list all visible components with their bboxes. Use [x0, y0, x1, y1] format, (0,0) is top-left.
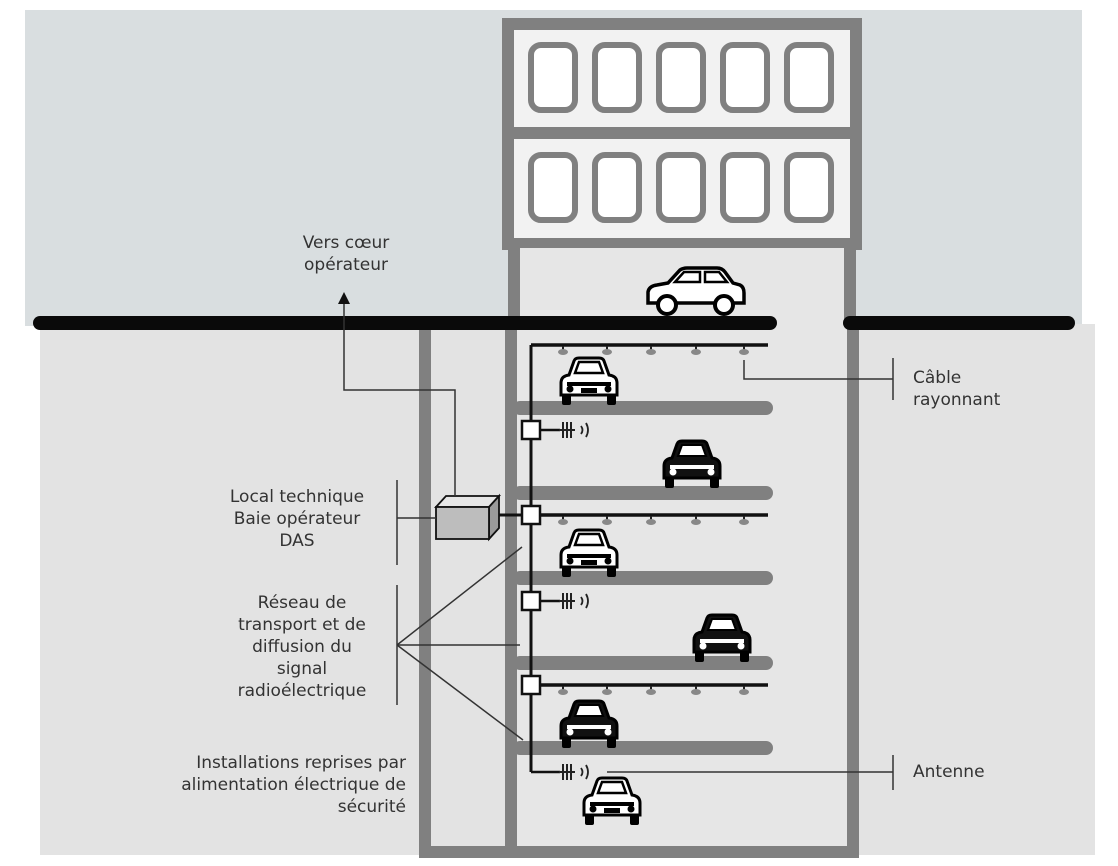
operator-core-link [343, 303, 456, 496]
arrow-up-icon [338, 292, 350, 304]
network-callout-rays [396, 546, 524, 741]
radiating-cables [531, 343, 768, 687]
building-windows [528, 42, 834, 223]
technical-room-box [433, 493, 502, 542]
technical-room-label: Local technique Baie opérateur DAS [229, 487, 365, 551]
network-label: Réseau de transport et de diffusion du s… [237, 593, 367, 701]
splitter-box-icon [520, 419, 542, 696]
radiating-cable-label: Câble rayonnant [913, 368, 1001, 410]
technical-shaft [422, 326, 514, 856]
antenna-label: Antenne [913, 762, 985, 782]
parking-floor-slabs [513, 401, 773, 755]
cable-callout-line [743, 360, 893, 380]
backup-power-label: Installations reprises par alimentation … [181, 753, 406, 817]
car-side-icon [646, 266, 746, 316]
operator-core-label: Vers cœur opérateur [302, 233, 390, 275]
